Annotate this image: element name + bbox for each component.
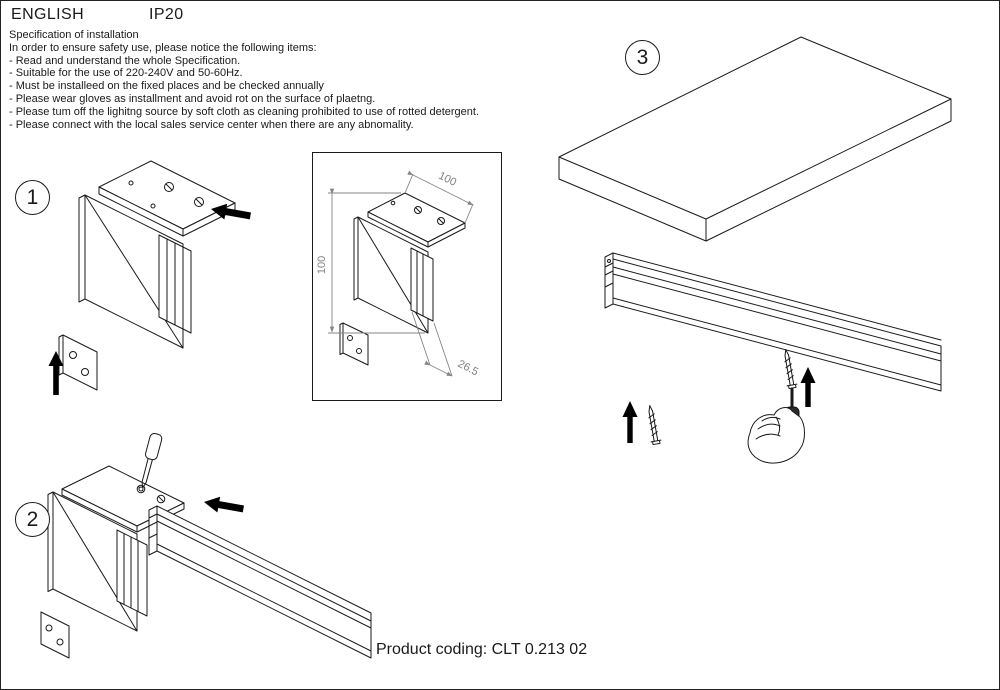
base-plate: [339, 322, 369, 366]
spec-item: - Please tum off the lighitng source by …: [9, 105, 480, 118]
spec-block: Specification of installation In order t…: [9, 29, 479, 131]
spec-item: - Must be installeed on the fixed places…: [9, 80, 324, 93]
spec-intro: In order to ensure safety use, please no…: [9, 41, 317, 54]
ip-rating-label: IP20: [149, 6, 184, 23]
dimension-side-height: 100: [316, 188, 425, 334]
base-plate: [40, 611, 70, 659]
step-2-number: 2: [26, 507, 39, 531]
dimension-detail-box: 100 100 26.5: [312, 152, 502, 401]
wall-panel: [47, 491, 138, 632]
push-up-arrow-icon: [800, 367, 816, 407]
spec-item: - Please wear gloves as installment and …: [9, 92, 376, 105]
step-3-badge: 3: [625, 40, 660, 75]
step-1-badge: 1: [15, 180, 50, 215]
step-1-number: 1: [26, 185, 39, 209]
light-profile: [604, 252, 942, 392]
push-up-arrow-icon: [48, 351, 64, 395]
slide-direction-arrow-icon: [204, 496, 245, 513]
spec-item: - Read and understand the whole Specific…: [9, 54, 241, 67]
slide-direction-arrow-icon: [211, 203, 252, 220]
push-up-arrow-icon: [622, 401, 638, 443]
ceiling-board: [558, 36, 952, 242]
dimension-side-height-label: 100: [316, 256, 328, 274]
spec-title: Specification of installation: [9, 29, 139, 41]
dimension-bottom-depth-label: 26.5: [456, 358, 481, 378]
step-2-badge: 2: [15, 502, 50, 537]
step-3-number: 3: [636, 45, 649, 69]
screw-icon: [784, 349, 798, 390]
mounting-channel: [410, 247, 434, 322]
product-coding: Product coding: CLT 0.213 02: [376, 641, 588, 658]
spec-item: - Please connect with the local sales se…: [9, 118, 414, 131]
step-2-diagram: [40, 432, 372, 659]
step-1-diagram: [48, 160, 252, 395]
screw-icon: [138, 486, 144, 492]
mounting-channel: [158, 234, 192, 334]
hand-icon: [747, 407, 805, 464]
mounting-bracket: [367, 192, 466, 248]
base-plate: [58, 334, 98, 391]
step-3-diagram: [558, 36, 952, 464]
screw-icon: [648, 405, 662, 446]
spec-item: - Suitable for the use of 220-240V and 5…: [9, 67, 243, 80]
language-label: ENGLISH: [11, 6, 85, 23]
screwdriver-icon: [141, 432, 163, 489]
mounting-channel: [116, 529, 148, 617]
dimension-diagram: 100 100 26.5: [316, 170, 481, 379]
dimension-top-width-label: 100: [436, 170, 458, 189]
light-profile: [148, 505, 372, 659]
